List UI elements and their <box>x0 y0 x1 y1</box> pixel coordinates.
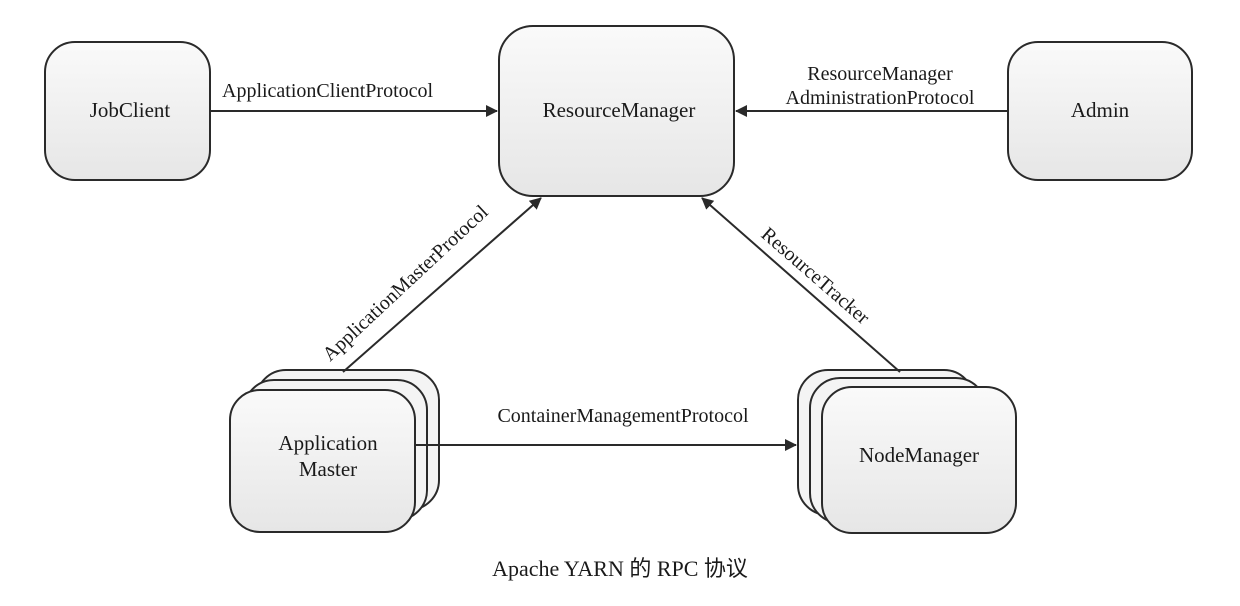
container-management-protocol-label: ContainerManagementProtocol <box>497 405 748 427</box>
edge-application-client-protocol: ApplicationClientProtocol <box>210 80 498 117</box>
edge-resource-tracker: ResourceTracker <box>701 197 901 373</box>
application-master-label-line1: Application <box>278 431 378 455</box>
admin-node: Admin <box>1007 41 1193 181</box>
application-client-protocol-label: ApplicationClientProtocol <box>222 80 434 102</box>
node-manager-label: NodeManager <box>859 443 979 467</box>
application-master-label-line2: Master <box>299 457 357 481</box>
application-master-node: Application Master <box>229 369 440 533</box>
diagram-caption: Apache YARN 的 RPC 协议 <box>492 556 748 581</box>
resource-manager-node: ResourceManager <box>498 25 735 197</box>
rm-admin-protocol-label-line1: ResourceManager <box>807 63 953 85</box>
application-master-protocol-label: ApplicationMasterProtocol <box>318 201 493 366</box>
rm-admin-protocol-label-line2: AdministrationProtocol <box>786 87 975 109</box>
resource-tracker-label: ResourceTracker <box>757 223 874 329</box>
job-client-label: JobClient <box>90 98 171 122</box>
edge-rm-admin-protocol: ResourceManager AdministrationProtocol <box>735 63 1008 117</box>
job-client-node: JobClient <box>44 41 211 181</box>
node-manager-node: NodeManager <box>797 369 1017 534</box>
edge-container-management-protocol: ContainerManagementProtocol <box>415 405 797 451</box>
admin-label: Admin <box>1071 98 1130 122</box>
resource-manager-label: ResourceManager <box>543 98 696 122</box>
edge-application-master-protocol: ApplicationMasterProtocol <box>318 197 542 373</box>
